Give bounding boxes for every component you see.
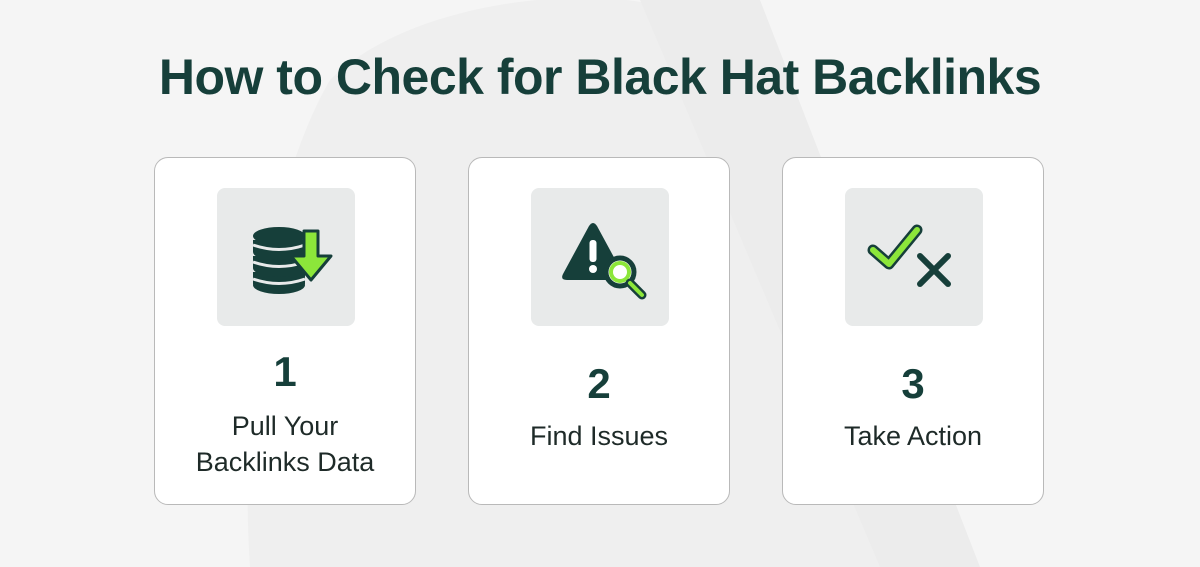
step-number: 2	[587, 360, 611, 407]
step-number: 3	[901, 360, 925, 407]
check-cross-icon	[867, 224, 951, 287]
step-card-2: 2 Find Issues	[468, 157, 730, 505]
step-label-line: Take Action	[843, 421, 983, 451]
step-card-1: 1 Pull Your Backlinks Data	[154, 157, 416, 505]
step-card-3: 3 Take Action	[782, 157, 1044, 505]
step-label-line: Pull Your	[231, 411, 339, 441]
page-title: How to Check for Black Hat Backlinks	[158, 49, 1042, 105]
warning-search-icon	[562, 223, 647, 300]
icon-tile	[531, 188, 669, 326]
step-label: Find Issues	[469, 418, 729, 454]
database-download-icon	[252, 227, 333, 294]
step-label-line: Backlinks Data	[195, 447, 375, 477]
step-label-line: Find Issues	[529, 421, 669, 451]
icon-tile	[845, 188, 983, 326]
step-label: Take Action	[783, 418, 1043, 454]
step-label: Pull Your Backlinks Data	[155, 408, 415, 480]
step-number: 1	[273, 348, 297, 395]
icon-tile	[217, 188, 355, 326]
